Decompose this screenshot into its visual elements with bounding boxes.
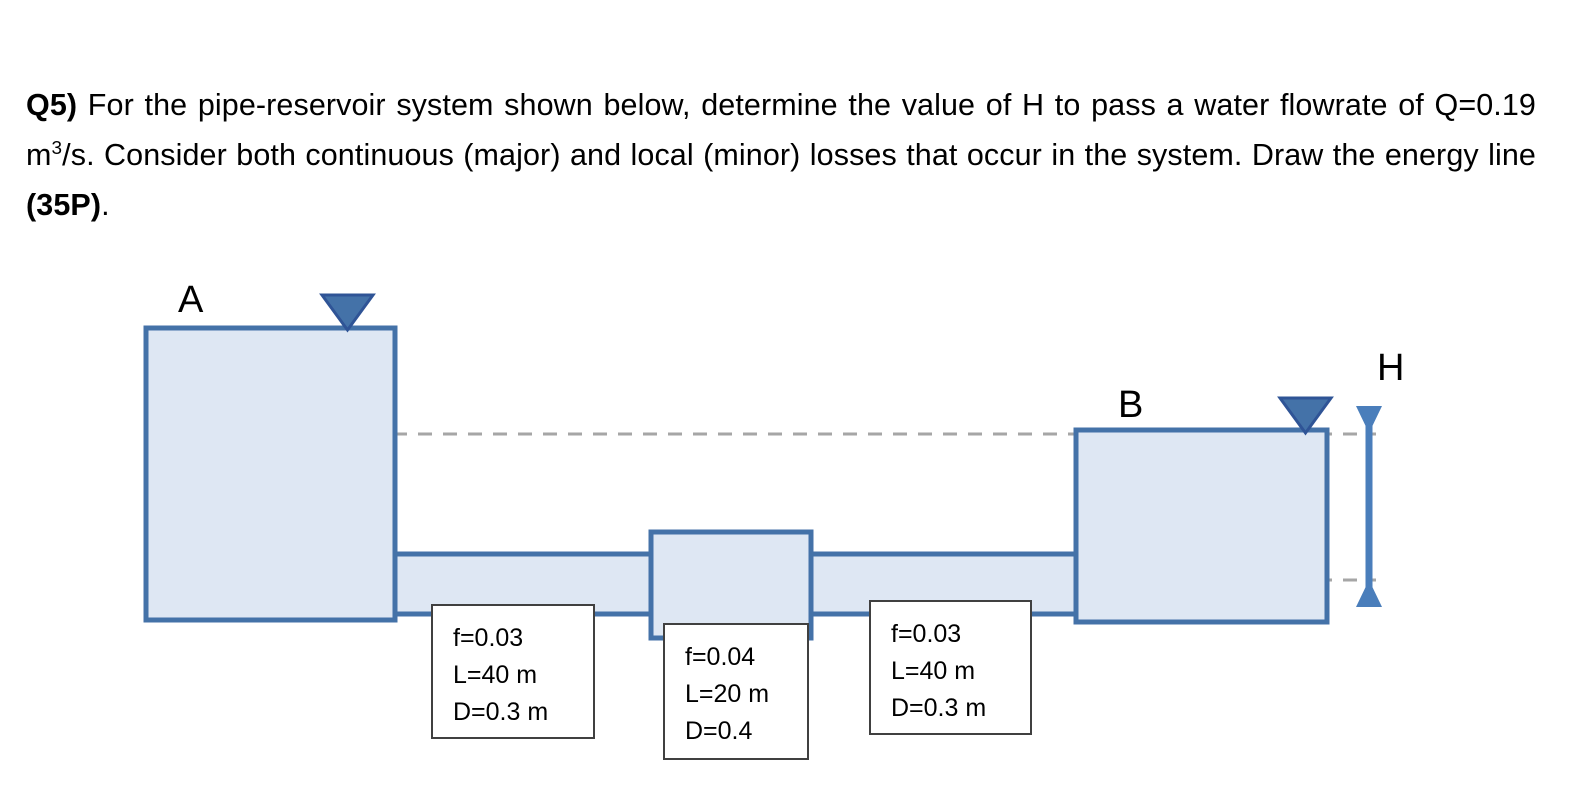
pipe-3-friction: f=0.03	[891, 620, 962, 648]
pipe-reservoir-diagram: A B H f=0.03 L=40 m D=0.3 m f=0.04 L=20 …	[0, 255, 1574, 804]
pipe-1-friction: f=0.03	[453, 624, 524, 652]
pipe-2-length: L=20 m	[685, 679, 770, 708]
question-body-part2: /s. Consider both continuous (major) and…	[62, 138, 1536, 173]
head-dimension-label: H	[1377, 347, 1405, 389]
pipe-1-diameter: D=0.3 m	[453, 697, 549, 726]
reservoir-b-label: B	[1118, 384, 1144, 426]
reservoir-a	[143, 325, 398, 623]
pipe-2-friction: f=0.04	[685, 643, 756, 671]
pipe-2-properties-box: f=0.04 L=20 m D=0.4	[663, 623, 809, 760]
water-surface-triangle-a	[319, 293, 376, 333]
question-points: (35P)	[26, 188, 102, 223]
pipe-1-length: L=40 m	[453, 660, 538, 689]
pipe-1-properties-box: f=0.03 L=40 m D=0.3 m	[431, 604, 595, 739]
question-period: .	[101, 188, 110, 223]
question-number: Q5)	[26, 88, 78, 122]
pipe-3-diameter: D=0.3 m	[891, 693, 987, 722]
reservoir-b	[1073, 427, 1330, 625]
head-dimension-arrow	[1356, 406, 1382, 607]
water-surface-triangle-b	[1277, 396, 1334, 436]
pipe-segment-middle	[648, 529, 814, 641]
pipe-3-length: L=40 m	[891, 656, 976, 685]
pipe-2-diameter: D=0.4	[685, 716, 753, 745]
question-text: Q5) For the pipe-reservoir system shown …	[26, 80, 1536, 230]
cubic-meter-exponent: 3	[51, 137, 63, 159]
question-body-part1: For the pipe-reservoir system shown belo…	[26, 88, 1536, 173]
reservoir-a-label: A	[178, 279, 204, 321]
pipe-3-properties-box: f=0.03 L=40 m D=0.3 m	[869, 600, 1032, 735]
